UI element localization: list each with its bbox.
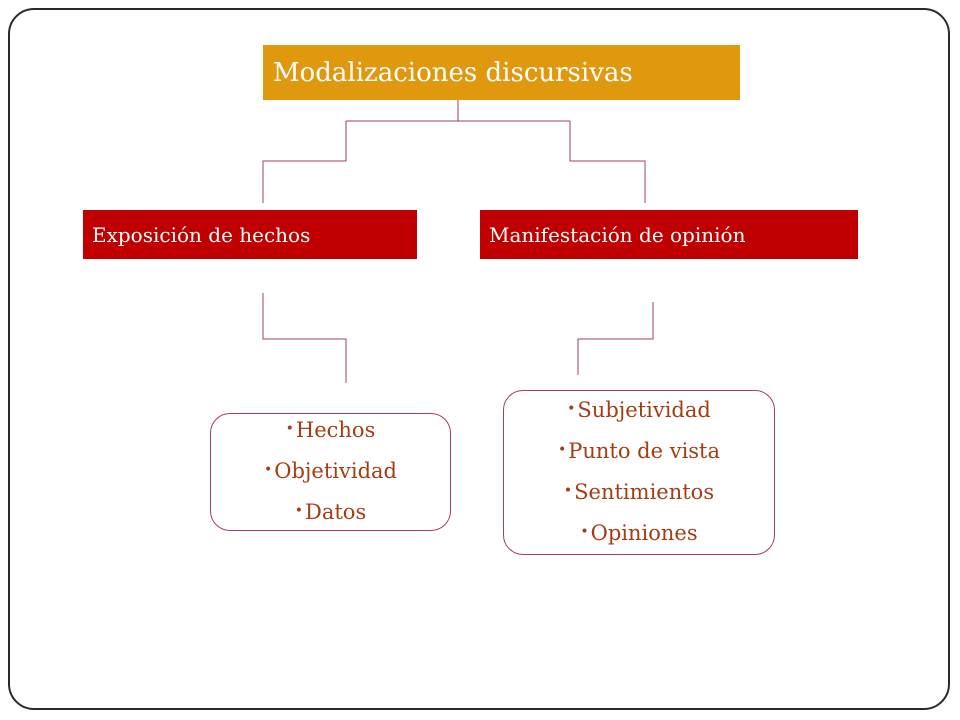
- branch-node-label: Exposición de hechos: [92, 222, 311, 247]
- list-item: Punto de vista: [558, 432, 720, 473]
- list-item: Subjetividad: [567, 391, 710, 432]
- branch-node-manifestacion: Manifestación de opinión: [480, 210, 858, 259]
- root-node: Modalizaciones discursivas: [263, 45, 740, 100]
- list-item: Datos: [295, 493, 366, 534]
- branch-node-label: Manifestación de opinión: [489, 222, 746, 247]
- list-box-manifestacion: Subjetividad Punto de vista Sentimientos…: [503, 390, 775, 555]
- connector-left-list: [262, 293, 347, 383]
- root-node-label: Modalizaciones discursivas: [273, 57, 633, 88]
- slide-frame: [8, 8, 950, 710]
- list-item: Hechos: [286, 411, 375, 452]
- branch-node-exposicion: Exposición de hechos: [83, 210, 417, 259]
- list-item: Sentimientos: [564, 473, 714, 514]
- connector-root-right: [569, 121, 646, 203]
- connector-root-left: [262, 121, 347, 203]
- list-item: Opiniones: [580, 514, 698, 555]
- list-box-exposicion: Hechos Objetividad Datos: [210, 413, 451, 531]
- connector-right-list: [577, 302, 654, 375]
- list-item: Objetividad: [264, 452, 397, 493]
